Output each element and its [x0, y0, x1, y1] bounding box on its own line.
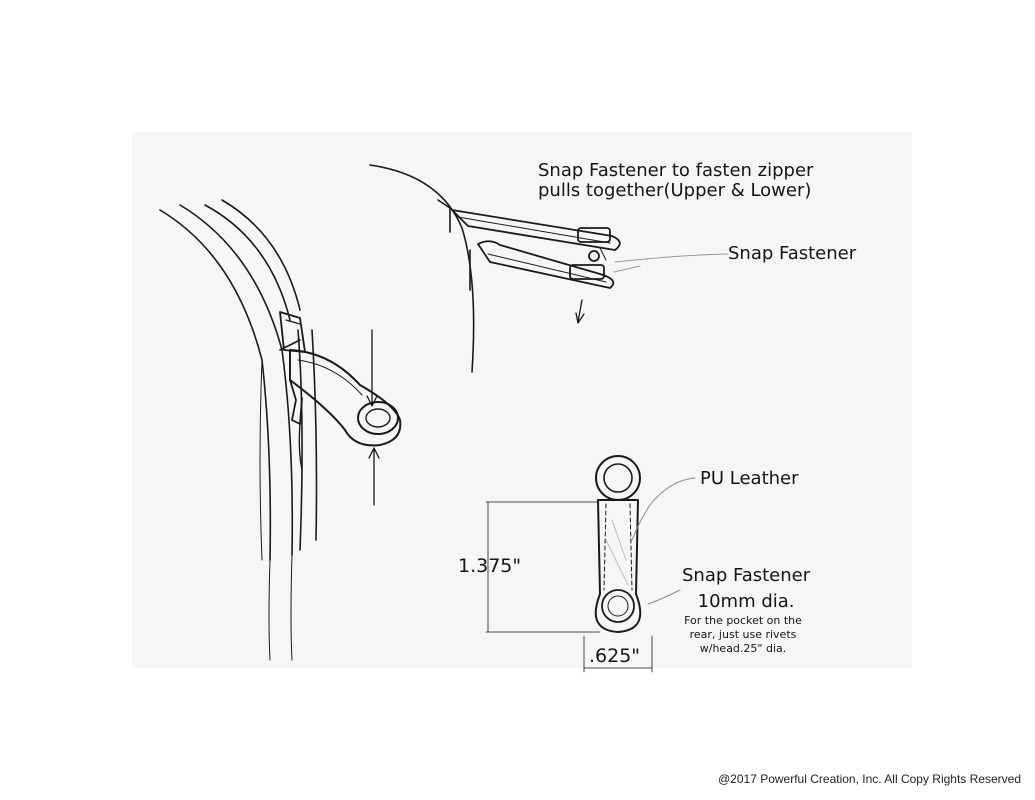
dimension-height: 1.375"	[458, 555, 522, 577]
label-snap-fastener: Snap Fastener	[728, 243, 857, 264]
label-snap-10mm: Snap Fastener 10mm dia.	[682, 563, 810, 615]
zipper-pulls-pair	[451, 209, 729, 324]
zipper-pull-left	[279, 311, 402, 506]
label-snap-10mm-line2: 10mm dia.	[697, 591, 795, 612]
label-pu-leather: PU Leather	[700, 468, 799, 489]
copyright-footer: @2017 Powerful Creation, Inc. All Copy R…	[718, 772, 1021, 786]
zipper-pull-detail	[485, 455, 696, 673]
pocket-note: For the pocket on the rear, just use riv…	[684, 614, 802, 655]
label-snap-10mm-line1: Snap Fastener	[682, 565, 811, 586]
bag-edge-right	[369, 164, 475, 373]
bag-edge-left	[159, 199, 318, 661]
label-snap-zipper-line1: Snap Fastener to fasten zipper	[538, 160, 814, 181]
label-snap-zipper-line2: pulls together(Upper & Lower)	[538, 180, 812, 201]
label-snap-zipper: Snap Fastener to fasten zipper pulls tog…	[538, 161, 813, 201]
dimension-width: .625"	[589, 645, 641, 667]
